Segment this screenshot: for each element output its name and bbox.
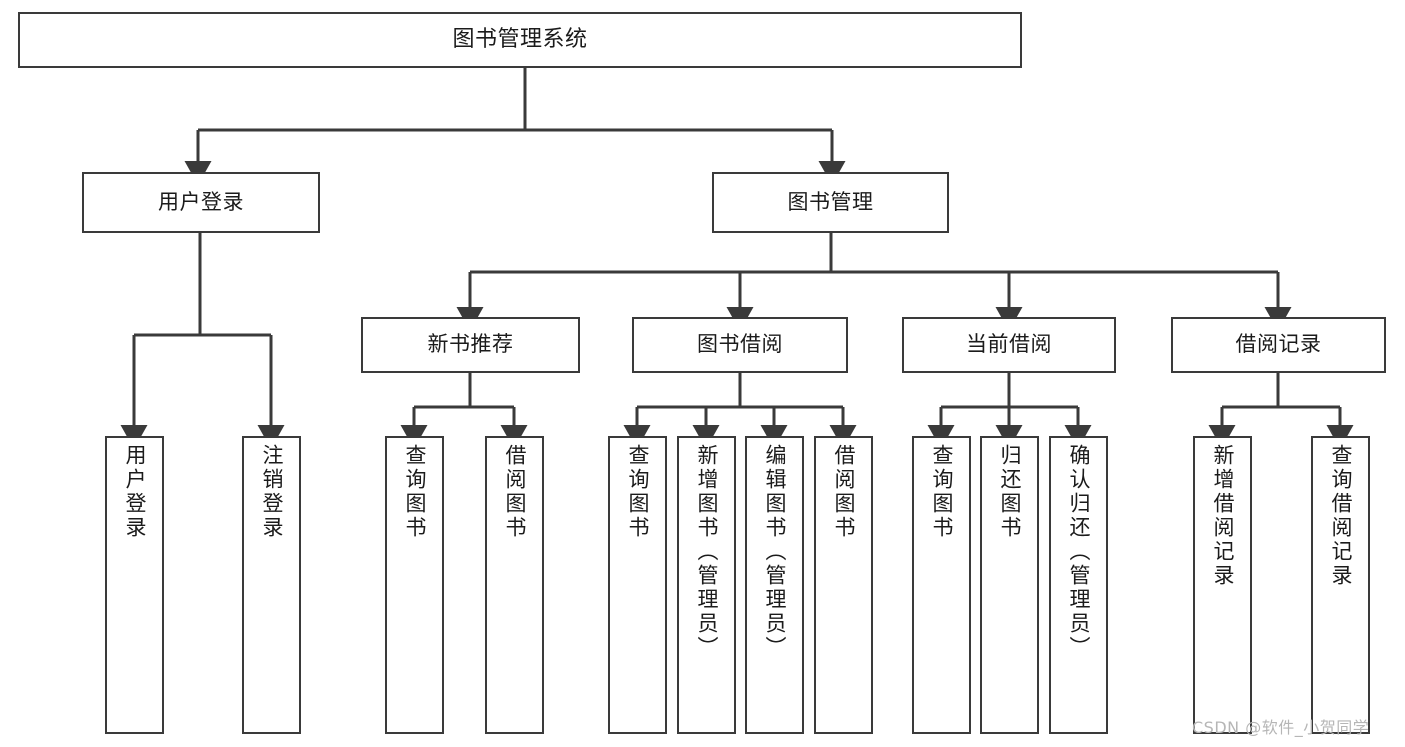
node-label: 用户登录 [123, 444, 147, 540]
node-leaf-borrow-book-recommend[interactable]: 借阅图书 [485, 436, 544, 734]
node-label: 借阅图书 [503, 444, 527, 540]
node-book-borrow[interactable]: 图书借阅 [632, 317, 848, 373]
node-label: 新增借阅记录 [1211, 444, 1235, 588]
node-label: 确认归还（管理员） [1067, 444, 1091, 660]
node-root-system[interactable]: 图书管理系统 [18, 12, 1022, 68]
node-leaf-return-book[interactable]: 归还图书 [980, 436, 1039, 734]
node-leaf-add-borrow-record[interactable]: 新增借阅记录 [1193, 436, 1252, 734]
node-label: 图书管理 [787, 189, 874, 214]
node-leaf-confirm-return[interactable]: 确认归还（管理员） [1049, 436, 1108, 734]
node-label: 借阅记录 [1235, 332, 1322, 357]
node-label: 用户登录 [158, 189, 244, 214]
node-leaf-query-borrow-record[interactable]: 查询借阅记录 [1311, 436, 1370, 734]
node-label: 查询借阅记录 [1329, 444, 1353, 588]
node-label: 编辑图书（管理员） [763, 444, 787, 660]
node-leaf-user-login[interactable]: 用户登录 [105, 436, 164, 734]
node-label: 新书推荐 [427, 332, 514, 357]
node-label: 查询图书 [930, 444, 954, 540]
node-leaf-borrow-book[interactable]: 借阅图书 [814, 436, 873, 734]
node-leaf-add-book[interactable]: 新增图书（管理员） [677, 436, 736, 734]
node-label: 当前借阅 [966, 332, 1052, 357]
node-label: 查询图书 [403, 444, 427, 540]
node-leaf-logout[interactable]: 注销登录 [242, 436, 301, 734]
node-label: 图书借阅 [697, 332, 783, 357]
node-label: 借阅图书 [832, 444, 856, 540]
node-label: 图书管理系统 [452, 26, 588, 52]
node-label: 新增图书（管理员） [695, 444, 719, 660]
node-current-borrow[interactable]: 当前借阅 [902, 317, 1116, 373]
watermark: CSDN @软件_小贺同学 [1192, 718, 1370, 737]
node-label: 归还图书 [998, 444, 1022, 540]
node-leaf-query-book-borrow[interactable]: 查询图书 [608, 436, 667, 734]
node-user-login[interactable]: 用户登录 [82, 172, 320, 233]
node-leaf-edit-book[interactable]: 编辑图书（管理员） [745, 436, 804, 734]
node-label: 注销登录 [260, 444, 284, 540]
node-leaf-query-book-recommend[interactable]: 查询图书 [385, 436, 444, 734]
node-book-manage[interactable]: 图书管理 [712, 172, 949, 233]
node-borrow-record[interactable]: 借阅记录 [1171, 317, 1386, 373]
node-label: 查询图书 [626, 444, 650, 540]
node-leaf-query-book-current[interactable]: 查询图书 [912, 436, 971, 734]
node-new-book-recommend[interactable]: 新书推荐 [361, 317, 580, 373]
